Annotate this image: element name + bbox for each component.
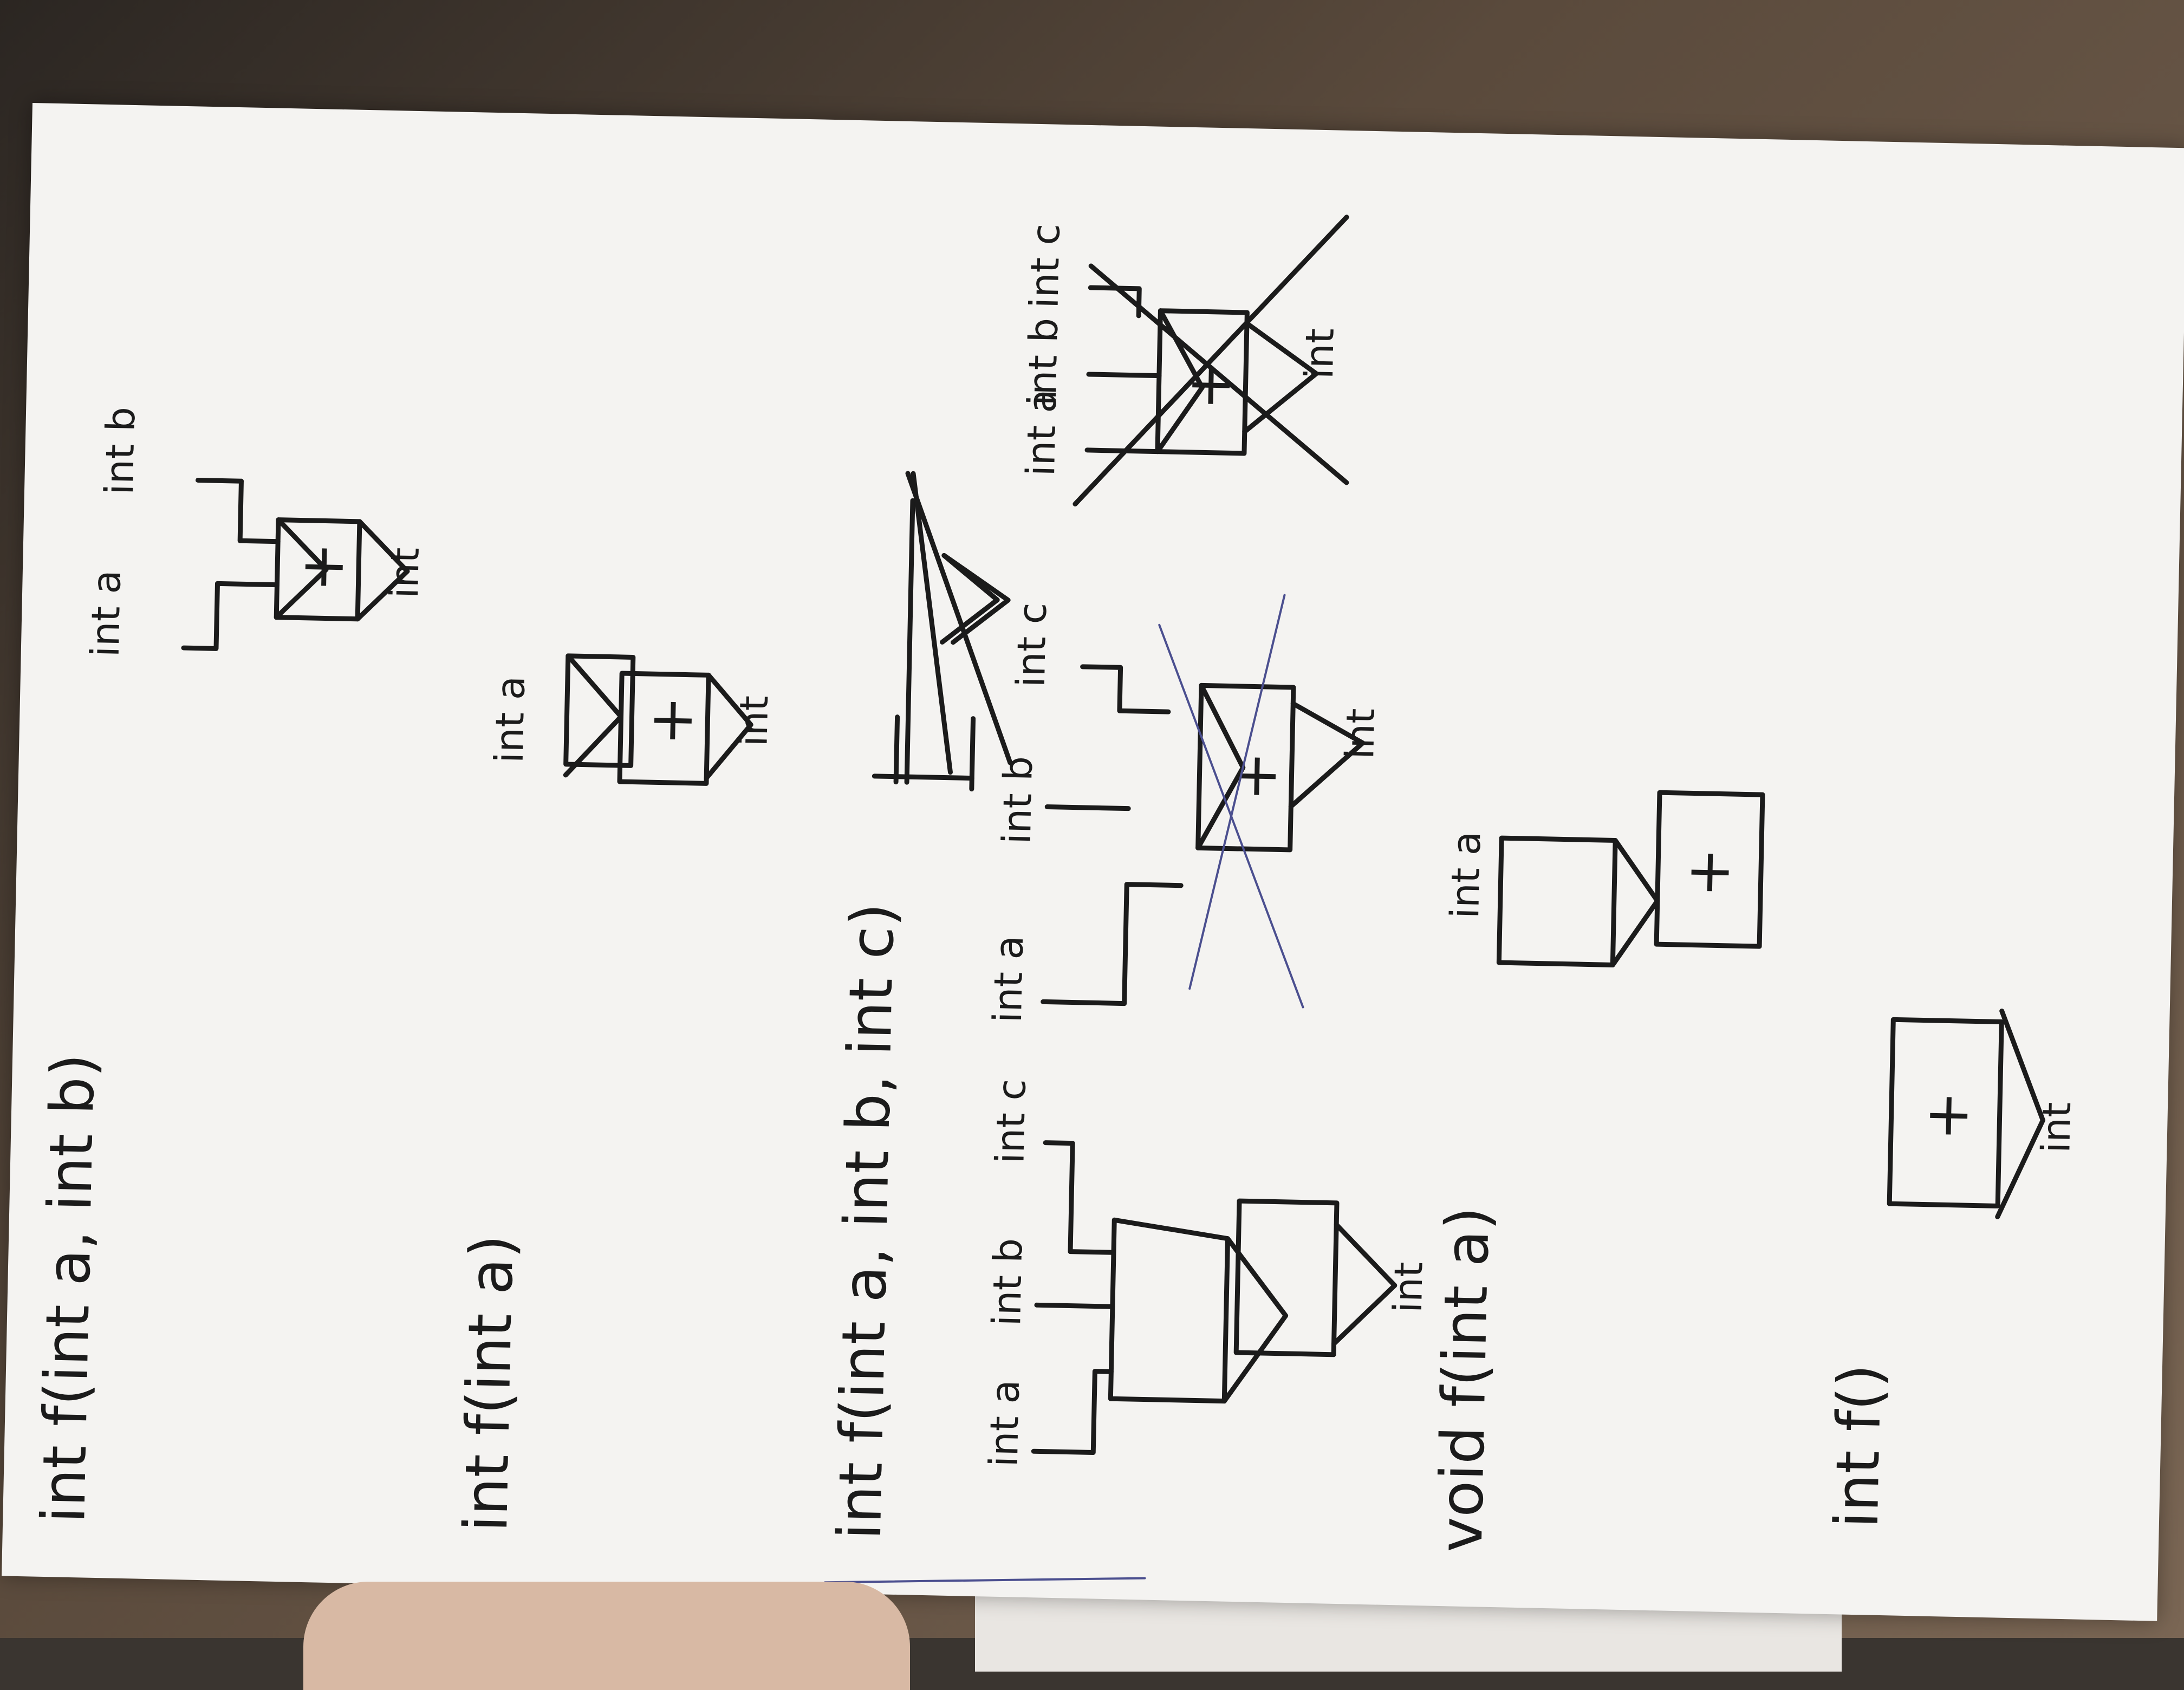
diagram-1-output: int (381, 547, 428, 599)
signature-1: int f(int a, int b) (29, 1053, 108, 1524)
diagram-5-crossed: + int a int b int c int (1018, 214, 1349, 506)
diagram-6-input-b: int b (984, 1238, 1031, 1327)
diagram-2-input: int a (486, 675, 534, 764)
signature-2-text: int f(int a) (451, 1234, 526, 1532)
diagram-5-input-c: int c (1021, 223, 1068, 309)
diagram-6-input-a: int a (981, 1379, 1028, 1467)
signature-5: int f() (1822, 1363, 1895, 1529)
signature-4: void f(int a) (1426, 1206, 1503, 1554)
diagram-6: int a int b int c int (981, 1078, 1432, 1467)
signature-3: int f(int a, int b, int c) (825, 902, 908, 1540)
diagram-4-input-b: int b (994, 756, 1041, 844)
diagram-4-crossed: + int a int b int c int (985, 594, 1383, 1023)
signature-5-text: int f() (1822, 1363, 1895, 1529)
diagram-2: + int a int (486, 653, 777, 786)
signature-1-text: int f(int a, int b) (29, 1053, 108, 1524)
diagram-3-crossed (872, 471, 1013, 792)
sketch-drawing: int f(int a, int b) int f(int a) int f(i… (29, 214, 2079, 1584)
diagram-5-input-b: int b (1019, 317, 1067, 406)
diagram-1: + int a int b int (82, 406, 428, 658)
diagram-8: + int (1887, 1009, 2079, 1219)
diagram-2-plus: + (647, 684, 699, 754)
signature-4-text: void f(int a) (1426, 1206, 1503, 1554)
underline-mark (824, 1577, 1146, 1584)
diagram-1-input-b: int b (96, 406, 144, 495)
diagram-1-input-a: int a (82, 569, 129, 658)
signature-2: int f(int a) (451, 1234, 526, 1532)
diagram-2-output: int (730, 695, 777, 747)
diagram-6-input-c: int c (987, 1078, 1034, 1164)
thumb (303, 1582, 910, 1690)
diagram-4-output: int (1337, 708, 1383, 760)
diagram-8-output: int (2033, 1102, 2079, 1154)
diagram-4-input-c: int c (1008, 602, 1055, 688)
diagram-5-plus: + (1185, 348, 1237, 419)
diagram-8-plus: + (1923, 1079, 1974, 1149)
diagram-4-input-a: int a (985, 935, 1032, 1023)
diagram-1-plus: + (298, 530, 350, 601)
diagram-6-output: int (1385, 1262, 1432, 1314)
diagram-7-plus: + (1685, 835, 1736, 906)
diagram-4-plus: + (1231, 739, 1283, 810)
diagram-5-input-a: int a (1018, 388, 1065, 477)
diagram-5-output: int (1296, 328, 1343, 380)
diagram-7: + int a (1442, 790, 1765, 967)
diagram-7-input: int a (1442, 831, 1489, 919)
sketch-paper: int f(int a, int b) int f(int a) int f(i… (2, 103, 2184, 1621)
signature-3-text: int f(int a, int b, int c) (825, 902, 908, 1540)
